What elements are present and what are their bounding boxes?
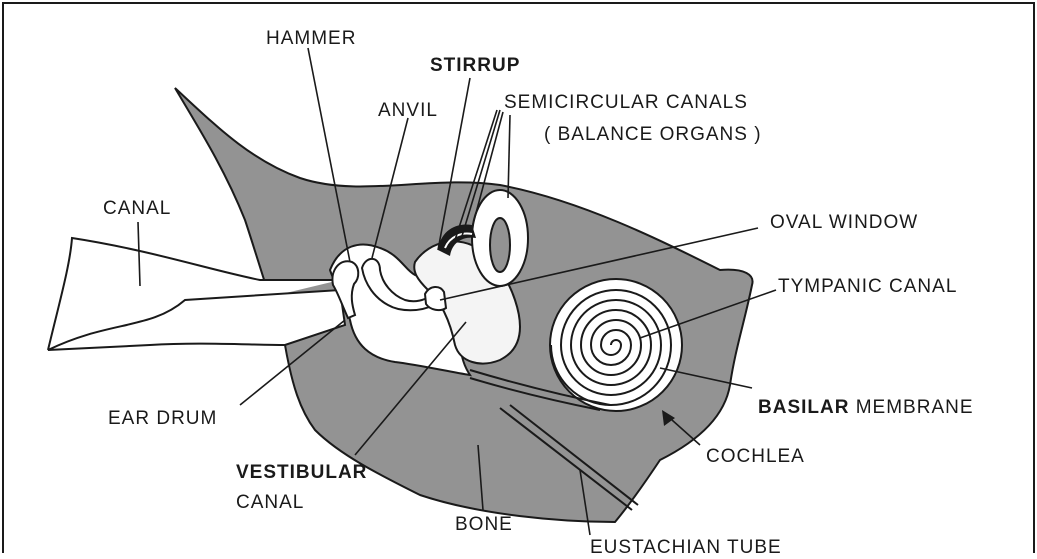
label-eustachian-tube: EUSTACHIAN TUBE (590, 537, 782, 559)
label-ear-drum: EAR DRUM (108, 408, 217, 430)
label-cochlea: COCHLEA (706, 446, 805, 468)
label-canal: CANAL (103, 198, 171, 220)
label-vestibular: VESTIBULAR (236, 462, 367, 484)
cochlea-spiral (550, 279, 682, 411)
label-tympanic-canal: TYMPANIC CANAL (778, 276, 957, 298)
label-hammer: HAMMER (266, 28, 356, 50)
label-basilar-bold: BASILAR (758, 397, 849, 418)
label-basilar-membrane: BASILAR MEMBRANE (758, 397, 974, 419)
label-semicircular-canals: SEMICIRCULAR CANALS (504, 92, 748, 114)
label-balance-organs: ( BALANCE ORGANS ) (544, 124, 762, 146)
stirrup-bone (425, 287, 446, 310)
label-bone: BONE (455, 514, 513, 536)
label-oval-window: OVAL WINDOW (770, 212, 918, 234)
label-stirrup: STIRRUP (430, 55, 520, 77)
label-vestibular-canal: CANAL (236, 492, 304, 514)
label-membrane: MEMBRANE (856, 397, 974, 418)
semicircular-canal-inner (490, 218, 510, 272)
label-anvil: ANVIL (378, 100, 438, 122)
